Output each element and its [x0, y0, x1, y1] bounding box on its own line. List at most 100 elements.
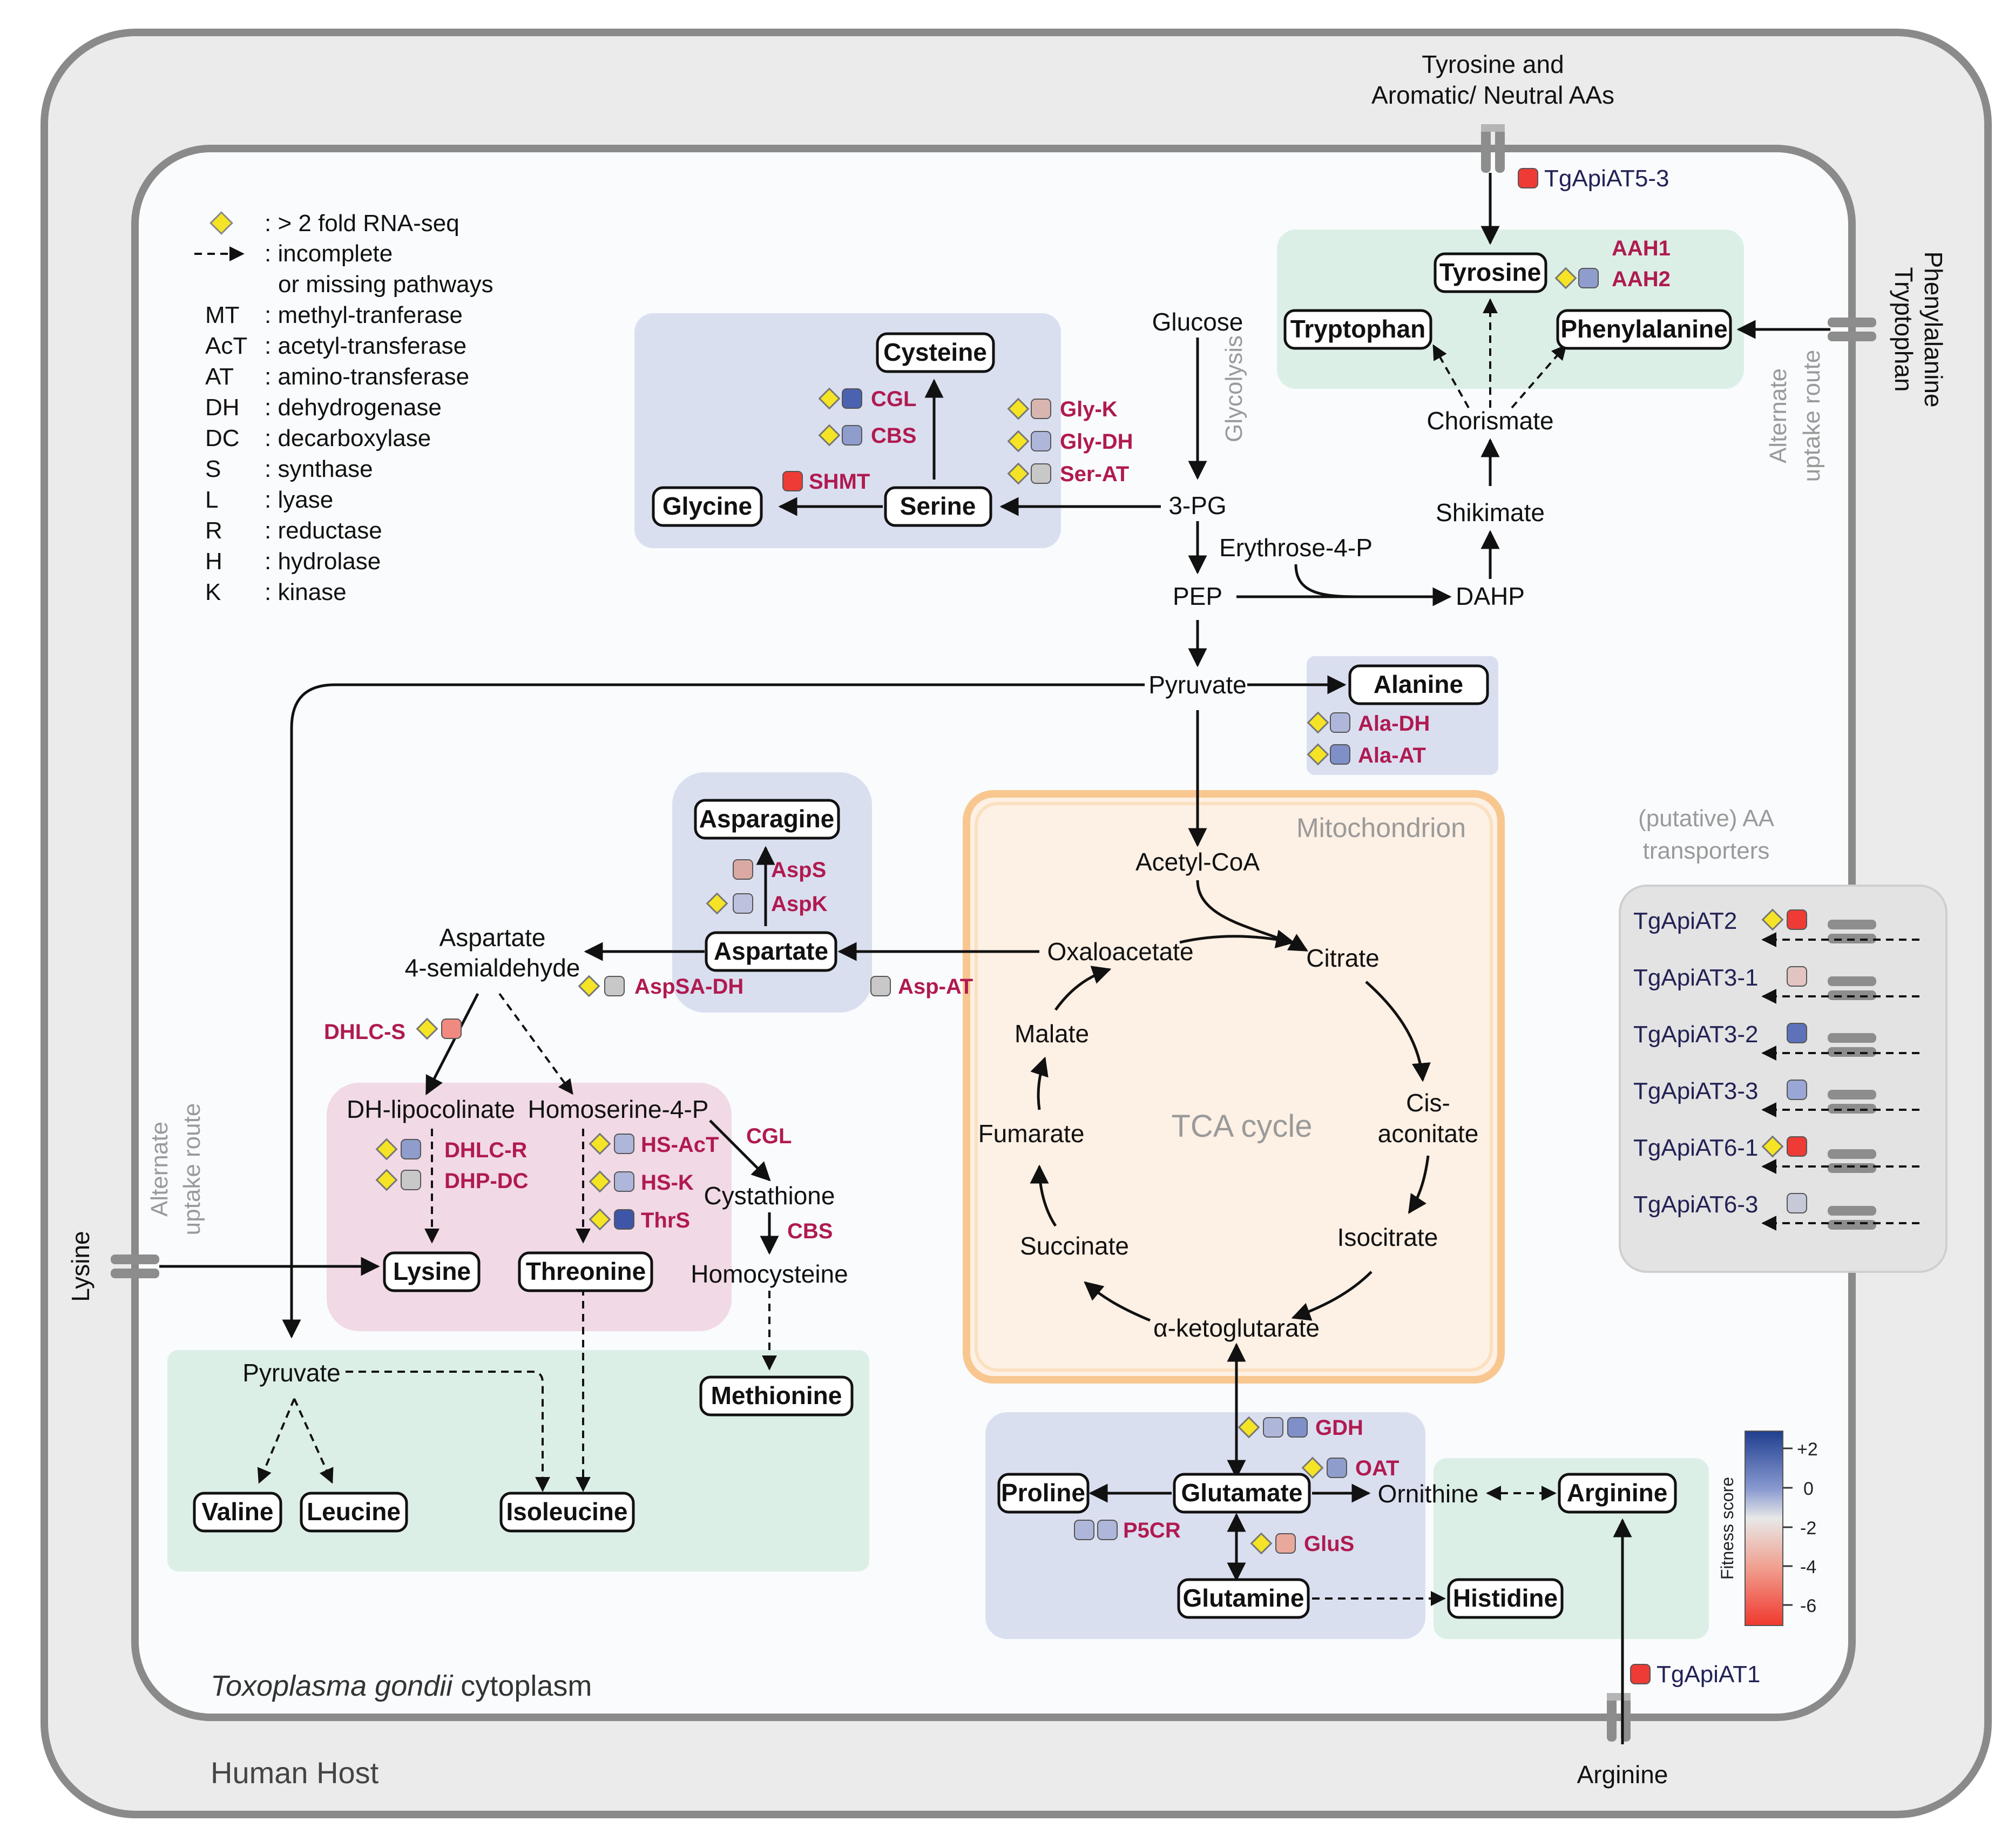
- asparagine: Asparagine: [699, 805, 835, 833]
- glutamate: Glutamate: [1181, 1479, 1303, 1507]
- ext-lysine: Lysine: [66, 1231, 94, 1301]
- fumarate: Fumarate: [978, 1119, 1085, 1148]
- 3-pg: 3-PG: [1168, 491, 1226, 520]
- colorbar-tick-3: -2: [1800, 1518, 1816, 1539]
- glutamine: Glutamine: [1183, 1584, 1304, 1612]
- legend-key-r: R: [205, 517, 222, 544]
- erythrose-4-p: Erythrose-4-P: [1219, 534, 1373, 562]
- enzyme-shmt: SHMT: [809, 470, 870, 494]
- legend-key-dc: DC: [205, 425, 240, 451]
- tryptophan: Tryptophan: [1290, 315, 1425, 343]
- cis-aconitate-1: Cis-: [1406, 1089, 1450, 1117]
- transporter-at3-2: TgApiAT3-2: [1633, 1021, 1759, 1048]
- shikimate: Shikimate: [1436, 498, 1545, 527]
- transporter-at3-3: TgApiAT3-3: [1633, 1078, 1759, 1104]
- enzyme-cbs-2: CBS: [787, 1219, 833, 1243]
- transporter-at2: TgApiAT2: [1633, 908, 1737, 934]
- enzyme-ser-at: Ser-AT: [1060, 462, 1129, 486]
- pyruvate-lower: Pyruvate: [242, 1359, 341, 1387]
- colorbar-tick-5: -6: [1800, 1596, 1816, 1616]
- cis-aconitate-2: aconitate: [1378, 1119, 1479, 1148]
- enzyme-cgl: CGL: [871, 387, 916, 411]
- alanine: Alanine: [1374, 670, 1463, 698]
- legend-l: : lyase: [265, 487, 333, 513]
- enzyme-asps: AspS: [771, 858, 826, 882]
- host-label: Human Host: [211, 1756, 379, 1790]
- enzyme-gly-k: Gly-K: [1060, 397, 1118, 421]
- legend-key-mt: MT: [205, 302, 240, 328]
- glucose: Glucose: [1152, 308, 1243, 336]
- fitness-colorbar: +2 0 -2 -4 -6 Fitness score: [1718, 1431, 1818, 1626]
- valine: Valine: [202, 1498, 274, 1526]
- legend-act: : acetyl-transferase: [265, 333, 466, 359]
- homocysteine: Homocysteine: [691, 1260, 848, 1288]
- legend-key-s: S: [205, 456, 221, 482]
- serine: Serine: [900, 492, 976, 520]
- methionine: Methionine: [711, 1381, 842, 1409]
- legend-s: : synthase: [265, 456, 373, 482]
- legend-key-act: AcT: [205, 333, 247, 359]
- transporter-at3-1: TgApiAT3-1: [1633, 965, 1759, 991]
- isoleucine: Isoleucine: [506, 1498, 628, 1526]
- citrate: Citrate: [1306, 944, 1379, 972]
- tca-label: TCA cycle: [1171, 1109, 1312, 1144]
- arginine: Arginine: [1567, 1479, 1668, 1507]
- homoserine-4-p: Homoserine-4-P: [528, 1095, 709, 1123]
- colorbar-tick-4: -4: [1800, 1557, 1816, 1577]
- transporters-label-2: transporters: [1643, 838, 1770, 864]
- cystathione: Cystathione: [704, 1182, 835, 1210]
- oxaloacetate: Oxaloacetate: [1047, 938, 1193, 966]
- enzyme-aspsa-dh: AspSA-DH: [634, 975, 743, 999]
- threonine: Threonine: [526, 1257, 646, 1285]
- succinate: Succinate: [1020, 1232, 1129, 1260]
- legend-h: : hydrolase: [265, 548, 381, 575]
- enzyme-gly-dh: Gly-DH: [1060, 430, 1133, 454]
- ext-phenylalanine: Phenylalanine: [1919, 251, 1948, 407]
- acetyl-coa: Acetyl-CoA: [1135, 848, 1260, 876]
- colorbar-tick-1: +2: [1797, 1439, 1818, 1460]
- enzyme-oat: OAT: [1355, 1456, 1399, 1480]
- transporters: TgApiAT5-3 TgApiAT2 TgApiAT3-1 TgApiAT3-…: [1518, 165, 1807, 1688]
- enzyme-ala-dh: Ala-DH: [1358, 712, 1430, 736]
- proline: Proline: [1001, 1479, 1085, 1507]
- dahp: DAHP: [1456, 582, 1525, 610]
- histidine: Histidine: [1453, 1584, 1558, 1612]
- enzyme-dhlc-s: DHLC-S: [324, 1020, 405, 1044]
- ext-tyrosine-2: Aromatic/ Neutral AAs: [1371, 81, 1614, 109]
- legend: : > 2 fold RNA-seq : incomplete or missi…: [194, 210, 493, 605]
- enzyme-aah2: AAH2: [1612, 267, 1671, 291]
- dh-lipocolinate: DH-lipocolinate: [347, 1095, 515, 1123]
- ornithine: Ornithine: [1378, 1480, 1479, 1508]
- glycine: Glycine: [662, 492, 752, 520]
- enzyme-aspk: AspK: [771, 892, 828, 916]
- cytoplasm-label: Toxoplasma gondii cytoplasm: [211, 1670, 592, 1702]
- legend-missing: or missing pathways: [278, 271, 493, 298]
- enzyme-thrs: ThrS: [641, 1209, 690, 1232]
- enzyme-cgl-2: CGL: [746, 1124, 792, 1148]
- enzyme-asp-at: Asp-AT: [898, 975, 973, 999]
- chorismate: Chorismate: [1426, 407, 1553, 435]
- tyrosine: Tyrosine: [1439, 258, 1541, 286]
- cysteine: Cysteine: [883, 338, 987, 366]
- enzyme-dhp-dc: DHP-DC: [444, 1169, 529, 1193]
- enzyme-p5cr: P5CR: [1123, 1519, 1181, 1542]
- alpha-ketoglutarate: α-ketoglutarate: [1153, 1314, 1320, 1342]
- transporter-at6-1: TgApiAT6-1: [1633, 1135, 1759, 1161]
- pathway-arrows: [159, 173, 1919, 1744]
- colorbar-gradient: [1745, 1431, 1783, 1626]
- enzyme-hs-act: HS-AcT: [641, 1133, 719, 1157]
- enzyme-dhlc-r: DHLC-R: [444, 1138, 527, 1162]
- malate: Malate: [1015, 1020, 1089, 1048]
- aspartate-semialdehyde-1: Aspartate: [440, 923, 546, 952]
- alt-route-right-2: uptake route: [1799, 350, 1825, 482]
- alt-route-left-2: uptake route: [179, 1103, 205, 1236]
- legend-incomplete: : incomplete: [265, 240, 393, 267]
- enzyme-glus: GluS: [1304, 1532, 1354, 1556]
- enzyme-cbs: CBS: [871, 424, 916, 448]
- ext-tryptophan: Tryptophan: [1890, 267, 1918, 392]
- pep: PEP: [1173, 582, 1222, 610]
- legend-k: : kinase: [265, 579, 347, 605]
- enzyme-aah1: AAH1: [1612, 237, 1671, 260]
- legend-key-at: AT: [205, 363, 234, 390]
